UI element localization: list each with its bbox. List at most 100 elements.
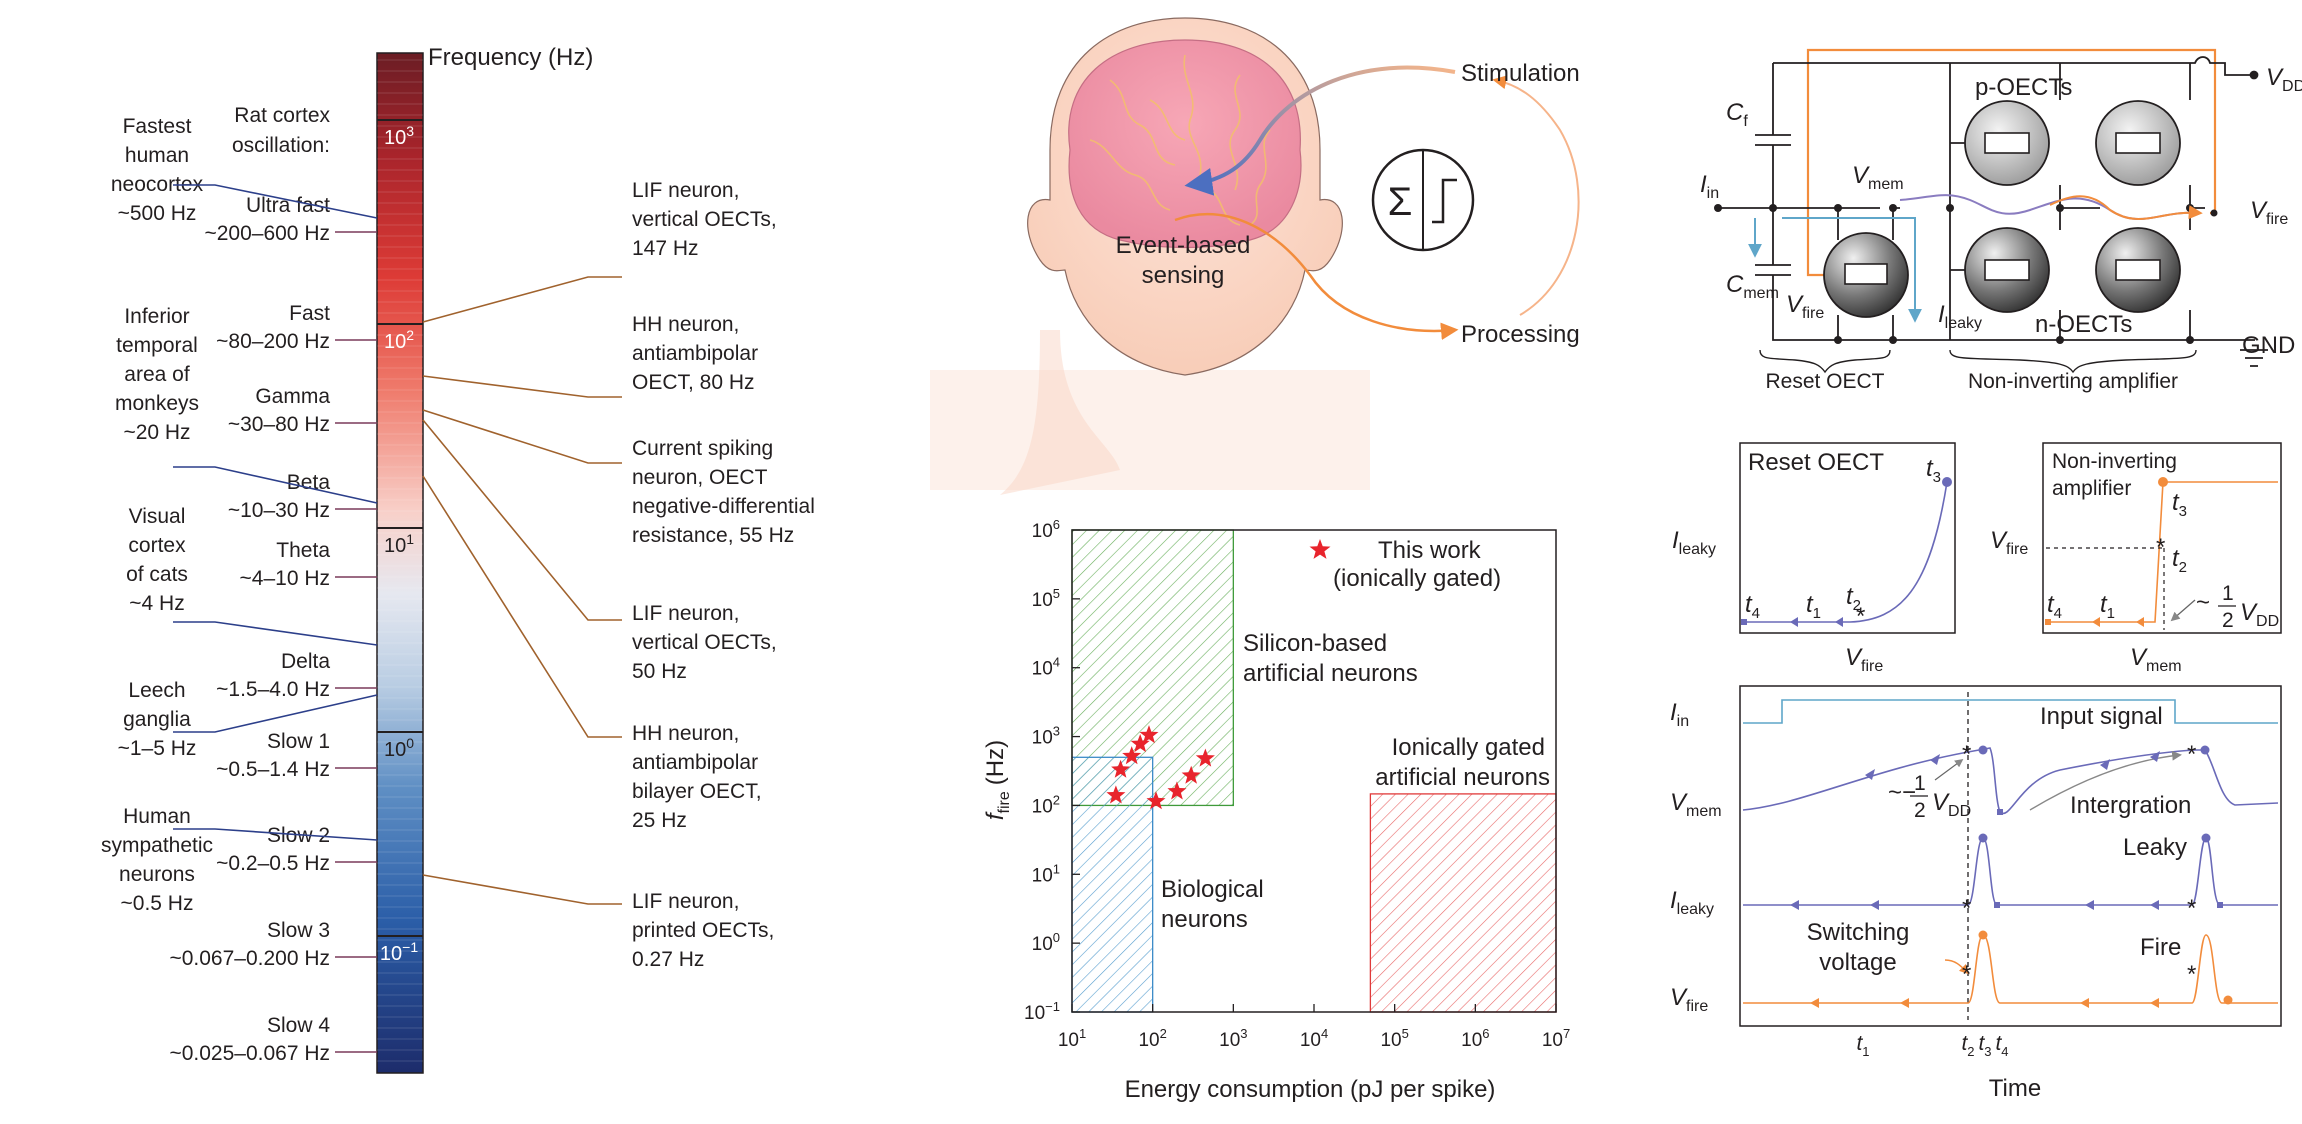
timing-half-arrow (1934, 759, 1964, 781)
vmem-square (1997, 809, 2003, 815)
cf-label: Cf (1726, 99, 1748, 130)
vfire-star-1: * (1962, 961, 1971, 988)
bio-region-label-2: neurons (1161, 906, 1248, 933)
ileaky-arrowhead (1870, 900, 1879, 910)
brain-shape (1068, 39, 1302, 249)
reset-t-label: t3 (1926, 455, 1941, 486)
circuit-panel (1714, 48, 2268, 374)
bio-label-line: ~4 Hz (129, 592, 184, 615)
amp-arrowhead (2092, 617, 2100, 627)
switching-label-2: voltage (1819, 949, 1896, 976)
timing-row-label: Vmem (1670, 789, 1722, 820)
device-label-line: vertical OECTs, (632, 208, 777, 231)
peak-dot (1978, 833, 1988, 843)
reset-arrowhead (1790, 617, 1798, 627)
reset-t2-star: * (1856, 603, 1865, 630)
processing-label: Processing (1461, 321, 1580, 348)
sensing-label-1: Event-based (1116, 232, 1251, 259)
bio-connector (173, 694, 378, 733)
bio-label-line: Visual (129, 505, 186, 528)
x-tick-label: 105 (1380, 1026, 1408, 1051)
time-tick-label: t2 (1961, 1032, 1974, 1059)
device-label-line: printed OECTs, (632, 919, 774, 942)
bio-region-label-1: Biological (1161, 876, 1264, 903)
vfire-arrowhead (2080, 998, 2089, 1008)
fire-label: Fire (2140, 934, 2181, 961)
n-oects-label: n-OECTs (2035, 311, 2132, 338)
data-point-star (1139, 725, 1159, 744)
band-name: Slow 4 (267, 1014, 330, 1037)
amp-t2-star: * (2156, 534, 2165, 561)
stimulation-label: Stimulation (1461, 60, 1580, 87)
band-name: Gamma (255, 385, 330, 408)
vmem-arrowhead (1930, 754, 1940, 765)
vdd-rail (1772, 56, 2250, 122)
device-label-line: Current spiking (632, 437, 773, 460)
amp-arrowhead (2136, 617, 2144, 627)
device-label-line: LIF neuron, (632, 179, 739, 202)
ileaky-star-2: * (2187, 895, 2196, 922)
y-tick-label: 105 (1032, 586, 1060, 611)
device-label-line: 0.27 Hz (632, 948, 704, 971)
brain-folds (1089, 54, 1271, 226)
device-label-line: resistance, 55 Hz (632, 524, 794, 547)
amp-plot-frame (2042, 442, 2282, 634)
timing-half-vdd: VDD (1932, 789, 1971, 820)
frequency-title: Frequency (Hz) (428, 44, 593, 71)
bio-label-line: human (125, 144, 189, 167)
device-connector (422, 409, 622, 464)
data-point-star (1181, 765, 1201, 784)
fire-dot (2223, 995, 2233, 1005)
x-tick-label: 102 (1138, 1026, 1166, 1051)
reset-t4-square (1741, 619, 1747, 625)
reset-t-label: t4 (1745, 591, 1760, 622)
decade-label: 102 (384, 327, 414, 353)
timing-frame (1739, 685, 2282, 1027)
vfire-star-2: * (2187, 961, 2196, 988)
ileaky-trace (1743, 837, 2278, 906)
band-name: Fast (289, 302, 330, 325)
device-label-line: OECT, 80 Hz (632, 371, 755, 394)
vfire-arrowhead (2150, 998, 2159, 1008)
bio-label-line: ~20 Hz (123, 421, 190, 444)
bio-label-line: neocortex (111, 173, 204, 196)
ionic-label-2: artificial neurons (1375, 764, 1550, 791)
band-range: ~0.5–1.4 Hz (216, 758, 330, 781)
device-label-line: 147 Hz (632, 237, 699, 260)
amp-ylabel: Vfire (1990, 527, 2028, 558)
bio-label-line: Fastest (123, 115, 192, 138)
decade-label: 101 (384, 531, 414, 557)
timing-half-num: 1 (1914, 772, 1926, 795)
bio-connector (173, 466, 378, 504)
ileaky-label: Ileaky (1938, 301, 1982, 332)
input-signal-label: Input signal (2040, 703, 2163, 730)
ileaky-arrowhead (1790, 900, 1799, 910)
switching-arrow (1944, 959, 1970, 975)
bio-label-line: neurons (119, 863, 195, 886)
reset-arrowhead (1835, 617, 1843, 627)
band-range: ~4–10 Hz (240, 567, 330, 590)
legend-label-2: (ionically gated) (1333, 565, 1501, 592)
time-axis-label: Time (1989, 1075, 2041, 1102)
ionic-label-1: Ionically gated (1392, 734, 1545, 761)
vfire-trace (1743, 934, 2278, 1004)
scale-gridlines (377, 59, 423, 1062)
amp-curve (2046, 481, 2278, 623)
device-connector (422, 419, 622, 621)
legend-label-1: This work (1378, 537, 1482, 564)
band-range: ~30–80 Hz (228, 413, 330, 436)
bio-label-line: area of (124, 363, 190, 386)
sum-threshold-icon: Σ (1371, 148, 1475, 252)
band-range: ~0.2–0.5 Hz (216, 852, 330, 875)
vmem-signal-path (1899, 194, 2201, 220)
amp-t-label: t4 (2047, 591, 2062, 622)
